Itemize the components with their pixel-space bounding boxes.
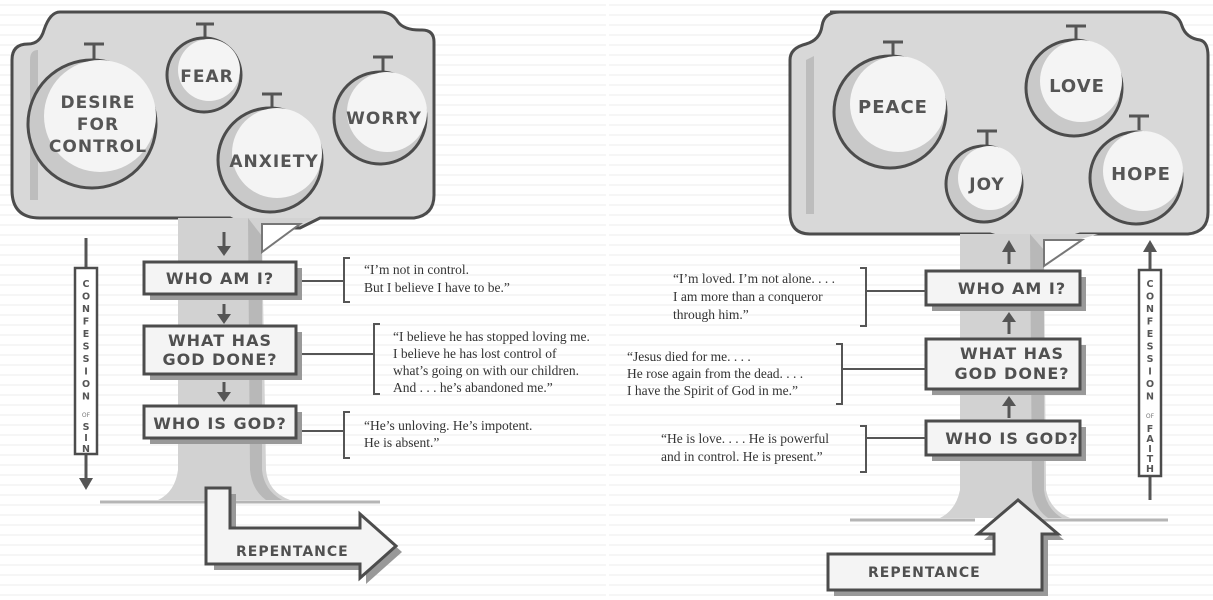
fruit-anxiety: ANXIETY (216, 92, 324, 214)
left-quote-2-line-3: what’s going on with our children. (393, 363, 579, 378)
fruit-peace: PEACE (832, 40, 948, 170)
right-quote-3-line-1: “He is love. . . . He is powerful (661, 431, 829, 446)
left-sign-who-is-god: WHO IS GOD? (142, 404, 302, 444)
left-sign-label-who-am-i: WHO AM I? (166, 269, 274, 288)
left-sign-label-god-done-2: GOD DONE? (162, 350, 277, 369)
right-repentance-label: REPENTANCE (868, 565, 981, 581)
right-quote-2-line-1: “Jesus died for me. . . . (627, 349, 751, 364)
right-sign-label-who-is-god: WHO IS GOD? (945, 429, 1079, 448)
right-quote-2-line-3: I have the Spirit of God in me.” (627, 383, 798, 398)
fruit-label-desire-3: CONTROL (49, 137, 147, 157)
left-repentance-label: REPENTANCE (236, 544, 349, 560)
left-quote-1-line-1: “I’m not in control. (364, 262, 469, 277)
confession-of-faith-of: OF (1146, 413, 1155, 420)
left-quote-2-line-1: “I believe he has stopped loving me. (393, 329, 590, 344)
fruit-label-desire-1: DESIRE (61, 93, 136, 113)
fruit-label-anxiety: ANXIETY (229, 152, 318, 172)
left-sign-who-am-i: WHO AM I? (142, 260, 302, 300)
left-down-arrows (217, 232, 231, 402)
right-quote-1-line-3: through him.” (673, 307, 749, 322)
fruit-desire-for-control: DESIRE FOR CONTROL (26, 42, 158, 190)
left-sign-label-who-is-god: WHO IS GOD? (153, 414, 287, 433)
right-quote-3-line-2: and in control. He is present.” (661, 449, 823, 464)
fruit-fear: FEAR (165, 22, 243, 114)
left-quotes: “I’m not in control. But I believe I hav… (364, 262, 590, 450)
fruit-love: LOVE (1024, 24, 1124, 138)
fruit-hope: HOPE (1088, 114, 1184, 226)
right-up-arrows (1002, 240, 1016, 418)
right-quote-2-line-2: He rose again from the dead. . . . (627, 366, 803, 381)
right-quote-brackets (836, 267, 926, 473)
left-repentance-arrow: REPENTANCE (204, 486, 402, 584)
right-sign-label-god-done-1: WHAT HAS (960, 344, 1064, 363)
fruit-joy: JOY (944, 129, 1024, 224)
right-quote-1-line-1: “I’m loved. I’m not alone. . . . (673, 271, 835, 286)
right-quotes: “I’m loved. I’m not alone. . . . I am mo… (627, 271, 835, 464)
fruit-label-fear: FEAR (180, 67, 233, 87)
fruit-label-worry: WORRY (346, 109, 422, 129)
right-sign-label-god-done-2: GOD DONE? (954, 364, 1069, 383)
right-sign-who-is-god: WHO IS GOD? (924, 419, 1086, 461)
right-sign-label-who-am-i: WHO AM I? (958, 279, 1066, 298)
left-quote-3-line-2: He is absent.” (364, 435, 439, 450)
right-sign-god-done: WHAT HAS GOD DONE? (924, 337, 1086, 395)
fruit-label-hope: HOPE (1111, 164, 1171, 185)
fruit-label-peace: PEACE (858, 97, 928, 118)
fruit-label-desire-2: FOR (77, 115, 119, 135)
right-sign-who-am-i: WHO AM I? (924, 269, 1086, 311)
left-quote-3-line-1: “He’s unloving. He’s impotent. (364, 418, 532, 433)
left-quote-brackets (302, 257, 380, 459)
fruit-label-joy: JOY (968, 175, 1004, 195)
fruit-label-love: LOVE (1049, 76, 1105, 97)
right-quote-1-line-2: I am more than a conqueror (673, 289, 823, 304)
left-quote-2-line-2: I believe he has lost control of (393, 346, 557, 361)
confession-of-sin-of: OF (82, 412, 91, 419)
left-sign-label-god-done-1: WHAT HAS (168, 331, 272, 350)
left-sign-god-done: WHAT HAS GOD DONE? (142, 324, 302, 380)
fruit-worry: WORRY (332, 55, 428, 166)
right-repentance-arrow: REPENTANCE (826, 498, 1064, 596)
left-quote-2-line-4: And . . . he’s abandoned me.” (393, 380, 553, 395)
left-quote-1-line-2: But I believe I have to be.” (364, 280, 510, 295)
